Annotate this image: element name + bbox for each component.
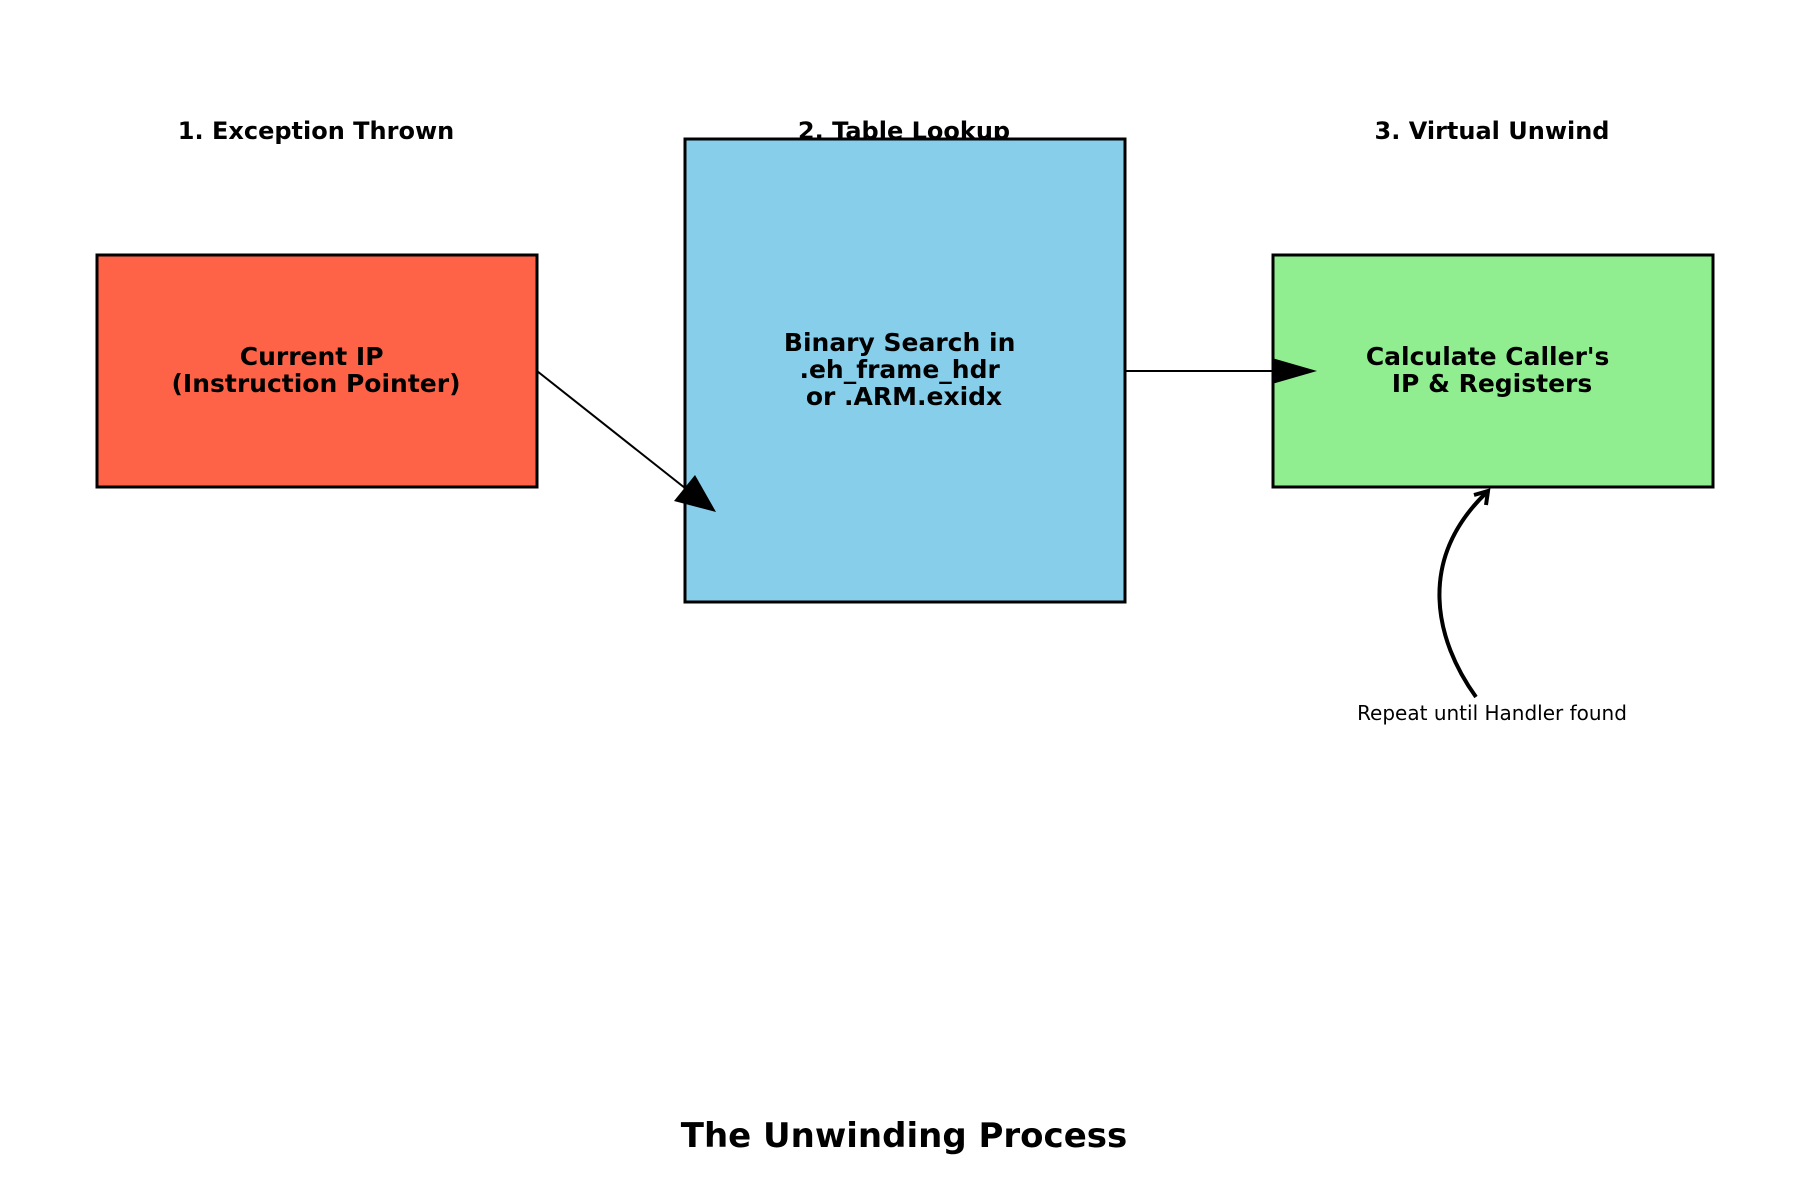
- step-1-box-line-1: Current IP: [240, 342, 384, 371]
- step-1-heading: 1. Exception Thrown: [178, 117, 454, 145]
- step-3-heading: 3. Virtual Unwind: [1375, 117, 1610, 145]
- arrow-step1-to-step2-head: [674, 475, 716, 512]
- arrow-step1-to-step2: [536, 370, 716, 512]
- step-3-box-rect: [1271, 253, 1715, 489]
- step-3-box-line-2: IP & Registers: [1392, 369, 1593, 398]
- diagram-title: The Unwinding Process: [681, 1116, 1127, 1156]
- step-1-box: Current IP (Instruction Pointer): [95, 253, 539, 489]
- step-3-box: Calculate Caller's IP & Registers: [1271, 253, 1715, 489]
- arrow-step2-to-step3-head: [1272, 358, 1317, 384]
- step-3-box-line-1: Calculate Caller's: [1366, 342, 1610, 371]
- loop-back-arrow-head: [1473, 488, 1491, 506]
- step-2-box-line-3: or .ARM.exidx: [806, 382, 1002, 411]
- step-2-box-line-1: Binary Search in: [784, 328, 1015, 357]
- arrow-step1-to-step2-shaft: [536, 370, 691, 493]
- step-1-box-line-2: (Instruction Pointer): [171, 369, 460, 398]
- step-2-box-rect: [683, 137, 1127, 604]
- svg-text:Binary Search in .eh_fra: Binary Search in .eh_frame_hdr or .ARM.e…: [784, 328, 1024, 411]
- svg-text:Current IP (Instruction: Current IP (Instruction Pointer): [171, 342, 460, 398]
- svg-text:Calculate Caller's IP &: Calculate Caller's IP & Registers: [1366, 342, 1618, 398]
- step-1-box-rect: [95, 253, 539, 489]
- loop-back-arrow-curve: [1437, 490, 1489, 699]
- step-2-box: Binary Search in .eh_frame_hdr or .ARM.e…: [683, 137, 1127, 604]
- arrow-step2-to-step3: [1125, 358, 1317, 384]
- loop-back-arrow: [1437, 488, 1491, 699]
- loop-annotation: Repeat until Handler found: [1357, 701, 1627, 725]
- step-2-box-line-2: .eh_frame_hdr: [799, 355, 1000, 384]
